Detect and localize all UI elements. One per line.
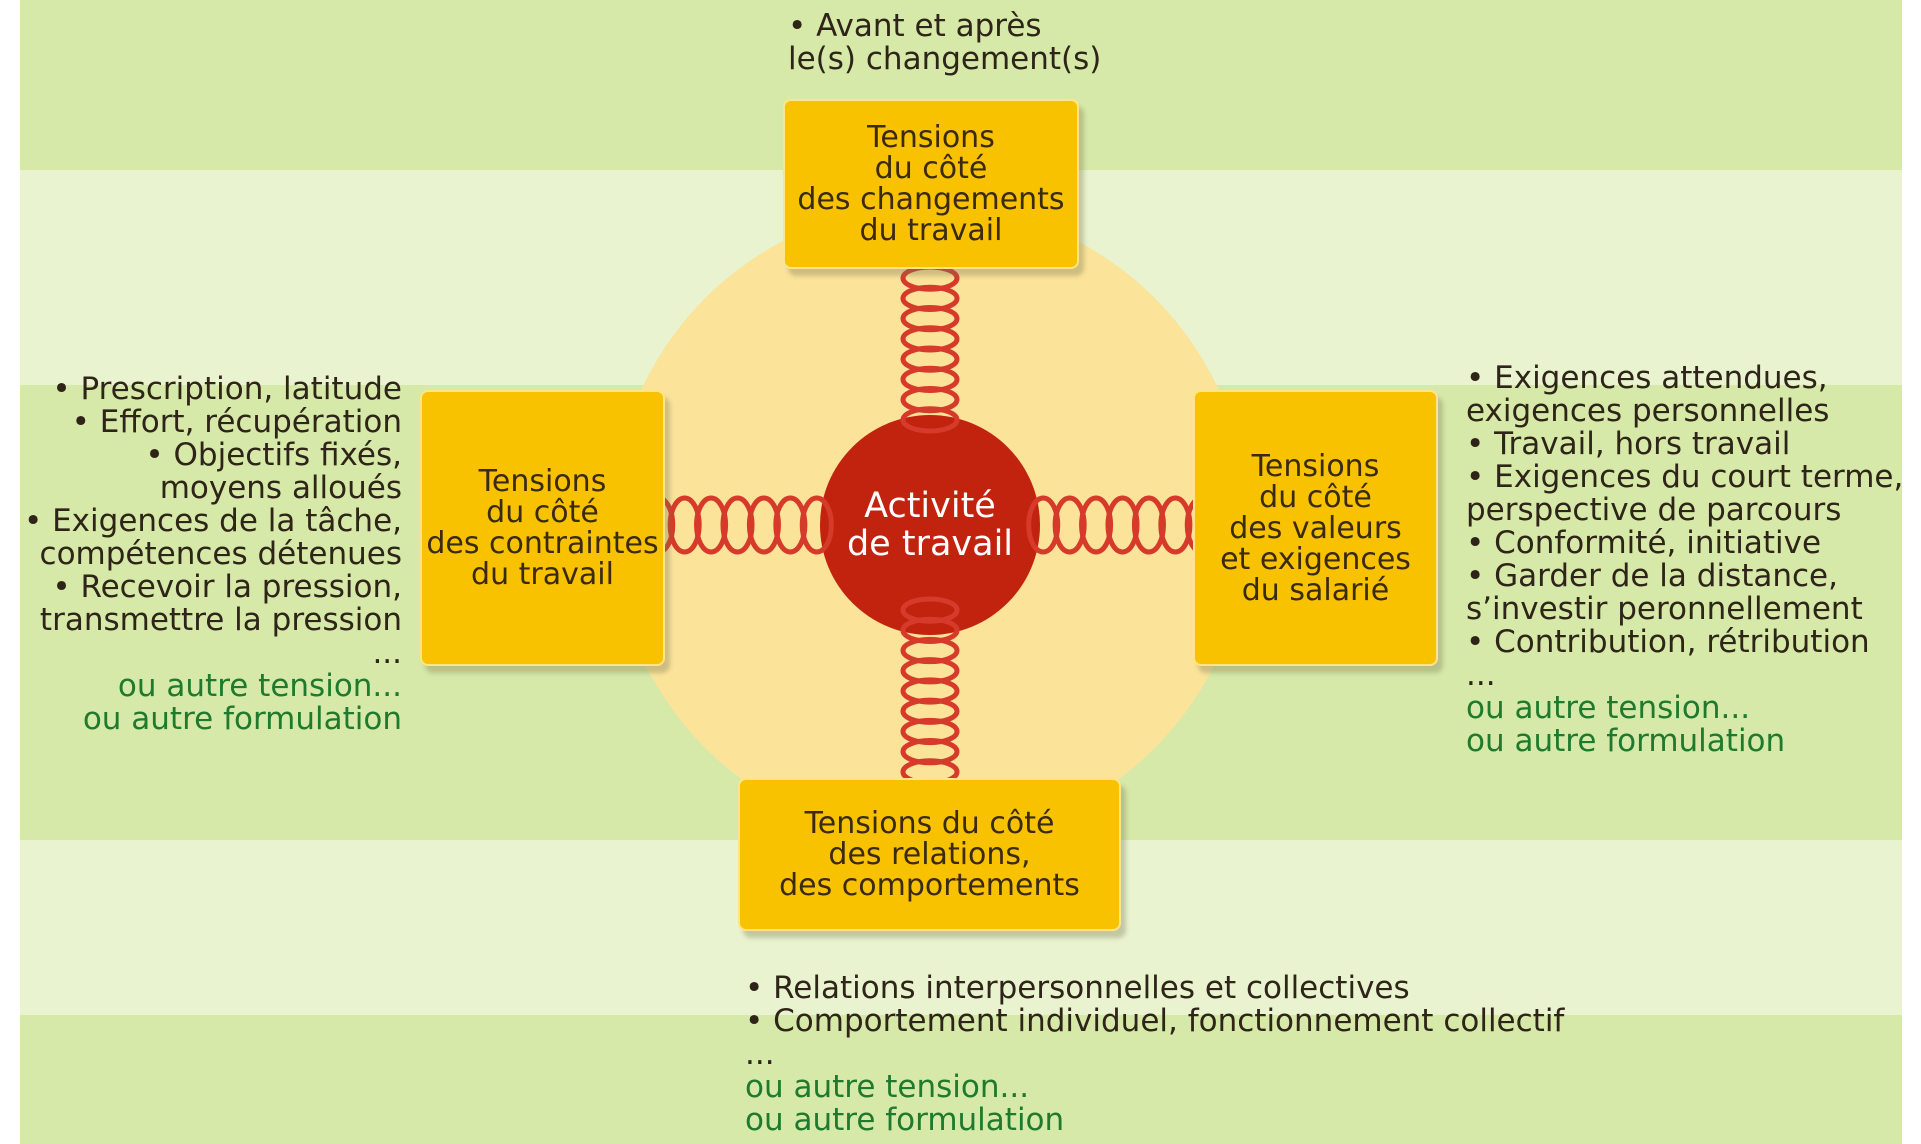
box-left-contraintes: Tensions du côté des contraintes du trav… xyxy=(420,390,665,666)
list-right-item: • Exigences du court terme, perspective … xyxy=(1466,459,1904,528)
list-top-item: • Avant et après le(s) changement(s) xyxy=(788,8,1102,77)
list-right-item: • Contribution, rétribution xyxy=(1466,624,1870,660)
list-right-item: • Conformité, initiative xyxy=(1466,525,1822,561)
spring-coil xyxy=(1105,495,1140,555)
list-bottom-item: • Relations interpersonnelles et collect… xyxy=(745,970,1410,1006)
box-bottom-relations: Tensions du côté des relations, des comp… xyxy=(738,778,1121,931)
spring-coil xyxy=(667,495,702,555)
center-label: Activité de travail xyxy=(846,486,1014,564)
spring-coil xyxy=(1158,495,1193,555)
list-left-item: • Objectifs fixés, moyens alloués xyxy=(145,437,402,506)
list-right-item: • Garder de la distance, s’investir pero… xyxy=(1466,558,1863,627)
alt-tension-right: ou autre tension... xyxy=(1466,690,1751,726)
list-right-item: ... xyxy=(1466,657,1496,693)
springs xyxy=(641,264,1219,786)
alt-tension-left: ou autre tension... xyxy=(117,668,402,704)
list-top: • Avant et après le(s) changement(s) xyxy=(788,10,1188,76)
band-bottom xyxy=(20,1015,1902,1144)
alt-formulation-right: ou autre formulation xyxy=(1466,723,1786,759)
center-circle xyxy=(820,415,1040,635)
list-left-item: • Recevoir la pression, transmettre la p… xyxy=(39,569,402,638)
list-left-item: • Prescription, latitude xyxy=(52,371,402,407)
spring-coil xyxy=(1052,495,1087,555)
spring-coil xyxy=(900,406,960,434)
list-right: • Exigences attendues, exigences personn… xyxy=(1466,362,1916,758)
list-right-item: • Exigences attendues, exigences personn… xyxy=(1466,360,1830,429)
list-left-item: • Exigences de la tâche, compétences dét… xyxy=(23,503,402,572)
spring-top xyxy=(900,264,960,434)
spring-coil xyxy=(1131,495,1166,555)
spring-coil xyxy=(1079,495,1114,555)
box-top-changements: Tensions du côté des changements du trav… xyxy=(783,99,1079,269)
spring-coil xyxy=(694,495,729,555)
spring-coil xyxy=(1026,495,1061,555)
spring-coil xyxy=(799,495,834,555)
alt-formulation-bottom: ou autre formulation xyxy=(745,1102,1065,1138)
spring-coil xyxy=(746,495,781,555)
list-bottom-item: ... xyxy=(745,1036,775,1072)
spring-coil xyxy=(773,495,808,555)
list-left-item: ... xyxy=(372,635,402,671)
alt-formulation-left: ou autre formulation xyxy=(82,701,402,737)
spring-coil xyxy=(720,495,755,555)
box-right-valeurs: Tensions du côté des valeurs et exigence… xyxy=(1193,390,1438,666)
list-left: • Prescription, latitude • Effort, récup… xyxy=(10,373,402,736)
list-left-item: • Effort, récupération xyxy=(71,404,402,440)
list-bottom-item: • Comportement individuel, fonctionnemen… xyxy=(745,1003,1565,1039)
list-bottom: • Relations interpersonnelles et collect… xyxy=(745,972,1645,1137)
list-right-item: • Travail, hors travail xyxy=(1466,426,1791,462)
alt-tension-bottom: ou autre tension... xyxy=(745,1069,1030,1105)
